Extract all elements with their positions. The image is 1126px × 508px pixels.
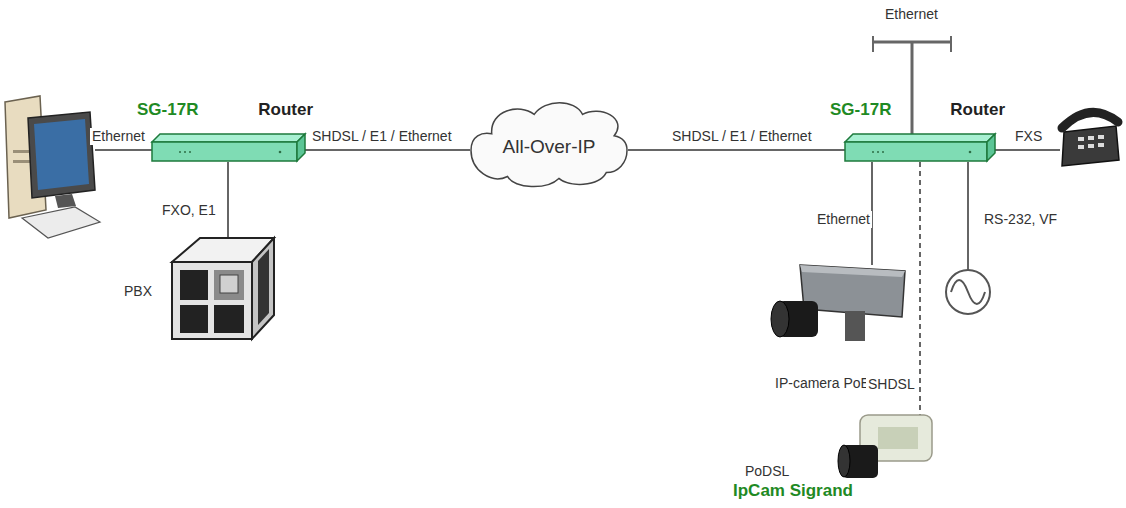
cube-front [172,262,252,339]
link-label: Ethernet [815,211,872,228]
node-title: PoDSL [745,463,789,480]
router-box-shape [845,134,995,162]
interface-label: RS-232, VF [982,211,1059,228]
phone-key [1098,143,1104,147]
router-led [279,151,282,154]
phone-key [1088,136,1094,140]
bus-tick [872,36,874,52]
router-led [189,151,191,153]
camera-glass [771,301,789,337]
router-side [297,134,305,161]
node-subtitle: Router [258,100,313,120]
router-led [184,151,186,153]
cube-side [252,238,274,339]
cloud-outline [471,103,627,187]
router-side [987,134,995,161]
link-label: SHDSL / E1 / Ethernet [670,128,814,145]
phone-key [1078,145,1084,149]
network-link [305,149,470,151]
fxs-wire [995,149,1060,151]
cube-panel [214,305,244,333]
podsl-camera-shape [838,415,932,478]
interface-label: Ethernet [883,6,940,23]
ip-camera: IP-camera PoE [770,265,905,345]
pbx-node: PBX [172,237,275,340]
bus-drop [911,42,914,134]
camera-glass [838,445,850,477]
network-link [227,162,229,237]
sine-wave [951,280,985,304]
ethernet-wire [95,149,152,151]
router-front [845,142,987,161]
node-subtitle: IpCam Sigrand [733,481,853,501]
cube-panel [214,270,244,300]
node-title: PBX [124,283,152,300]
router-front [152,142,297,161]
router-top [152,134,305,142]
router-led [882,151,884,153]
cube-panel [180,270,208,300]
podsl-camera: PoDSLIpCam Sigrand [838,415,932,478]
phone-handset [1062,112,1118,128]
source-circle [946,270,990,314]
bus-bar [872,41,952,44]
pbx-node-shape [172,237,275,340]
router-led [872,151,874,153]
link-label: SHDSL / E1 / Ethernet [310,128,454,145]
monitor-frame [28,112,95,198]
node-subtitle: Router [950,100,1005,120]
interface-label: FXS [1013,128,1044,145]
router-led [179,151,181,153]
shdsl-link [919,162,921,415]
link-label: SHDSL [866,376,917,393]
router-led [969,151,972,154]
router-led [877,151,879,153]
node-title: SG-17R [137,100,198,120]
ethernet-bus [872,36,952,134]
network-cloud: All-Over-IP [470,95,628,192]
cube-band [258,249,269,325]
phone-key [1078,137,1084,141]
serial-wire [967,162,969,270]
phone-key [1098,135,1104,139]
router-box: SG-17RRouter [152,134,305,162]
router-box: SG-17RRouter [845,134,995,162]
camera-board [878,427,918,449]
phone-body [1062,126,1119,166]
keyboard [22,207,100,238]
router-box-shape [152,134,305,162]
cube-window [220,275,238,293]
node-title: All-Over-IP [503,136,596,159]
cube-panel [180,305,208,333]
camera-top [800,265,905,277]
router-top [845,134,995,142]
link-label: FXO, E1 [160,202,218,219]
node-title: IP-camera PoE [775,375,870,392]
bus-tick [950,36,952,52]
phone-key [1088,144,1094,148]
signal-source-symbol [946,270,990,314]
network-link [628,149,845,151]
telephone-illustration [1062,112,1119,166]
computer-illustration [5,96,100,238]
monitor-stand [55,194,76,208]
node-title: SG-17R [830,100,891,120]
camera-mount [845,311,865,341]
interface-label: Ethernet [90,128,147,145]
monitor-screen [34,119,89,190]
ip-camera-shape [770,265,905,345]
